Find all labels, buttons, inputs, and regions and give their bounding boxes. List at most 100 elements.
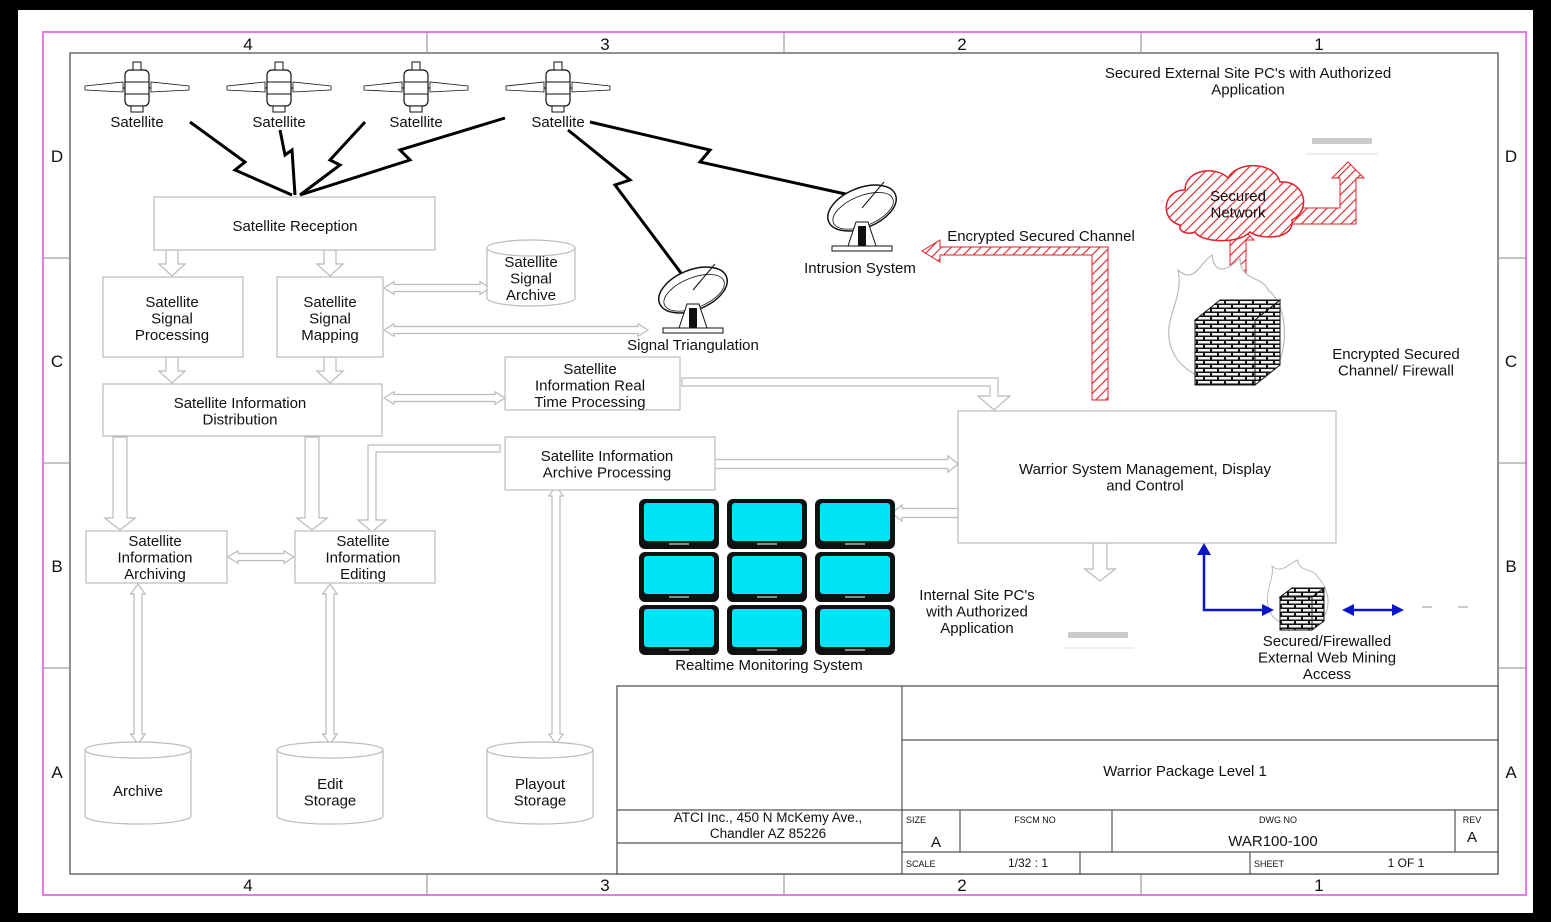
label: Satellite bbox=[336, 533, 389, 550]
network-egress-arrow bbox=[1289, 161, 1366, 225]
satellite-label: Satellite bbox=[110, 114, 163, 131]
label: Archive bbox=[506, 287, 556, 304]
label: Time Processing bbox=[534, 394, 645, 411]
label: Warrior System Management, Display bbox=[1019, 461, 1272, 478]
flow-arrow bbox=[226, 549, 296, 565]
label: Satellite bbox=[303, 294, 356, 311]
title-block: ATCI Inc., 450 N McKemy Ave.,Chandler AZ… bbox=[616, 685, 1499, 875]
flow-arrow bbox=[102, 436, 138, 531]
internal-pcs-label: Application bbox=[940, 620, 1013, 637]
label: Processing bbox=[135, 327, 209, 344]
monitor-icon bbox=[727, 499, 807, 549]
label: Storage bbox=[304, 793, 357, 810]
flow-arrow bbox=[315, 356, 345, 384]
encrypted-channel-path bbox=[921, 239, 1109, 401]
label: Mapping bbox=[301, 327, 359, 344]
flow-arrow bbox=[315, 249, 345, 277]
web-mining-firewall-icon bbox=[1266, 559, 1329, 631]
flow-arrow bbox=[891, 503, 959, 523]
satellite-label: Satellite bbox=[531, 114, 584, 131]
scale-value: 1/32 : 1 bbox=[1008, 856, 1048, 870]
zone-letter-left: C bbox=[51, 352, 63, 371]
company-address: ATCI Inc., 450 N McKemy Ave., bbox=[674, 810, 863, 825]
zone-letter-left: B bbox=[51, 557, 62, 576]
satellite-label: Satellite bbox=[389, 114, 442, 131]
flow-arrow bbox=[157, 249, 187, 277]
encrypted-channel-label: Encrypted Secured Channel bbox=[947, 228, 1135, 245]
label: Archive Processing bbox=[543, 465, 671, 482]
fscm-label: FSCM NO bbox=[1014, 815, 1056, 825]
flow-arrow bbox=[714, 454, 959, 474]
dish-label-intrusion: Intrusion System bbox=[804, 260, 916, 277]
label: Satellite bbox=[504, 254, 557, 271]
sheet-value: 1 OF 1 bbox=[1388, 856, 1425, 870]
zone-letter-right: D bbox=[1505, 147, 1517, 166]
label: Storage bbox=[514, 793, 567, 810]
label: Archive bbox=[113, 783, 163, 800]
rev-label: REV bbox=[1463, 815, 1482, 825]
label: Satellite bbox=[145, 294, 198, 311]
web-mining-label: External Web Mining bbox=[1258, 650, 1396, 667]
zone-number-bottom: 4 bbox=[243, 876, 252, 895]
zone-letter-right: B bbox=[1505, 557, 1516, 576]
monitor-icon bbox=[815, 605, 895, 655]
label: Archiving bbox=[124, 566, 186, 583]
storage-playout bbox=[486, 741, 594, 825]
label: Satellite bbox=[563, 361, 616, 378]
zone-letter-right: C bbox=[1505, 352, 1517, 371]
monitor-icon bbox=[815, 499, 895, 549]
flow-arrow bbox=[382, 322, 650, 338]
satellite-label: Satellite bbox=[252, 114, 305, 131]
rev-value: A bbox=[1467, 829, 1477, 846]
network-label: Network bbox=[1210, 205, 1266, 222]
monitor-icon bbox=[815, 552, 895, 602]
drawing-title: Warrior Package Level 1 bbox=[1103, 763, 1267, 780]
zone-number-bottom: 2 bbox=[957, 876, 966, 895]
firewall-icon bbox=[1168, 254, 1286, 387]
internal-pcs-label: with Authorized bbox=[925, 604, 1028, 621]
box-signal-processing bbox=[102, 276, 244, 358]
zone-letter-left: D bbox=[51, 147, 63, 166]
monitor-icon bbox=[727, 605, 807, 655]
web-mining-label: Secured/Firewalled bbox=[1263, 633, 1391, 650]
zone-letter-left: A bbox=[51, 763, 63, 782]
network-label: Secured bbox=[1210, 188, 1266, 205]
box-information-editing bbox=[294, 530, 436, 584]
box-information-archiving bbox=[85, 530, 228, 584]
scale-label: SCALE bbox=[906, 859, 936, 869]
label: Signal bbox=[510, 271, 552, 288]
storage-archive bbox=[84, 741, 192, 825]
label: Satellite Information bbox=[174, 395, 307, 412]
storage-edit bbox=[276, 741, 384, 825]
zone-number-top: 1 bbox=[1314, 35, 1323, 54]
sheet-label: SHEET bbox=[1254, 859, 1285, 869]
zone-number-top: 3 bbox=[600, 35, 609, 54]
label: Satellite Information bbox=[541, 448, 674, 465]
firewall-label: Channel/ Firewall bbox=[1338, 363, 1454, 380]
flow-arrow bbox=[681, 377, 1012, 411]
label: Signal bbox=[309, 311, 351, 328]
pc-placeholder-icon bbox=[1068, 632, 1128, 638]
monitor-icon bbox=[727, 552, 807, 602]
storage-signal-archive bbox=[486, 239, 576, 307]
pc-placeholder-icon bbox=[1312, 138, 1372, 144]
monitor-icon bbox=[639, 499, 719, 549]
monitoring-label: Realtime Monitoring System bbox=[675, 657, 863, 674]
monitor-icon bbox=[639, 552, 719, 602]
flow-arrow bbox=[157, 356, 187, 384]
label: Information Real bbox=[535, 378, 645, 395]
size-value: A bbox=[931, 834, 941, 851]
lightning-bolt bbox=[589, 120, 851, 197]
zone-number-top: 4 bbox=[243, 35, 252, 54]
label: and Control bbox=[1106, 478, 1184, 495]
label: Satellite bbox=[128, 533, 181, 550]
box-realtime-processing bbox=[504, 356, 681, 411]
label: Playout bbox=[515, 776, 566, 793]
lightning-bolt bbox=[567, 128, 692, 286]
zone-number-bottom: 3 bbox=[600, 876, 609, 895]
label: Satellite Reception bbox=[232, 218, 357, 235]
internal-pcs-label: Internal Site PC's bbox=[919, 587, 1034, 604]
